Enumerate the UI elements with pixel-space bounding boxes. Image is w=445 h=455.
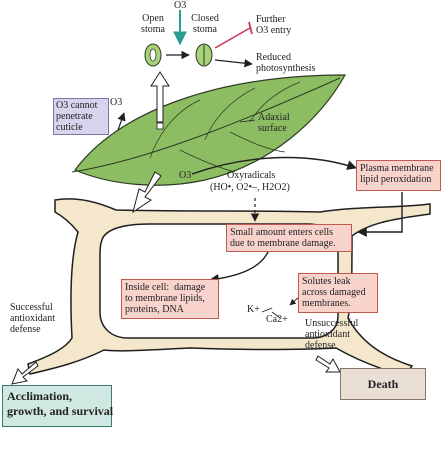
entry-to-damage-arrow (209, 251, 269, 284)
adaxial-surface-label: Adaxial surface (258, 112, 290, 134)
k-ion-pointer (261, 307, 273, 313)
pathway-o3-label: O3 (179, 170, 192, 181)
reduced-photosynthesis-arrow (214, 59, 253, 68)
plasma-membrane-box: Plasma membrane lipid peroxidation (356, 160, 441, 191)
death-hollow-arrow (315, 355, 341, 373)
leaf-vein (179, 149, 236, 173)
hollow-arrow-down (132, 171, 162, 214)
inhibit-line (214, 27, 251, 49)
k-ion-label: K+ (247, 304, 260, 315)
o3-top-label: O3 (174, 0, 187, 11)
leaf-vein (229, 131, 286, 153)
survival-box: Acclimation, growth, and survival (2, 385, 113, 427)
stoma-marker (156, 122, 164, 130)
further-entry-label: Further O3 entry (256, 14, 292, 36)
cuticle-o3-arrow (117, 112, 126, 131)
leaf-vein (249, 81, 301, 123)
survival-hollow-arrow (11, 361, 39, 385)
leaf-vein (204, 87, 256, 141)
oxyradical-formula: (HO•, O2•–, H2O2) (210, 182, 290, 193)
ca-ion-label: Ca2+ (266, 314, 288, 325)
death-box: Death (340, 368, 426, 400)
successful-defense-label: Successful antioxidant defense (10, 302, 55, 335)
open-stoma-icon (144, 43, 162, 67)
cuticle-o3-label: O3 (110, 97, 123, 108)
oxyradicals-label: Oxyradicals (227, 170, 276, 181)
ca-ion-pointer (271, 311, 281, 319)
hollow-arrow-up (150, 71, 170, 123)
unsuccessful-defense-label: Unsuccessful antioxidant defense (305, 318, 359, 351)
open-stoma-label: Open stoma (141, 13, 165, 35)
small-amount-box: Small amount enters cells due to membran… (226, 224, 352, 252)
reduced-photosynthesis-label: Reduced photosynthesis (256, 52, 316, 74)
membrane-to-cells-arrow (357, 192, 403, 237)
closed-stoma-icon (195, 43, 213, 67)
o3-to-membrane-arrow (191, 156, 357, 175)
closed-stoma-label: Closed stoma (191, 13, 219, 35)
cuticle-box: O3 cannot penetrate cuticle (53, 98, 109, 135)
leaf-midrib (71, 77, 341, 173)
inside-cell-box: Inside cell: damage to membrane lipids, … (121, 279, 219, 319)
adaxial-pointer (239, 119, 256, 123)
inhibit-bar (248, 21, 253, 35)
leaf-vein (149, 99, 201, 159)
solutes-box: Solutes leak across damaged membranes. (298, 273, 378, 313)
